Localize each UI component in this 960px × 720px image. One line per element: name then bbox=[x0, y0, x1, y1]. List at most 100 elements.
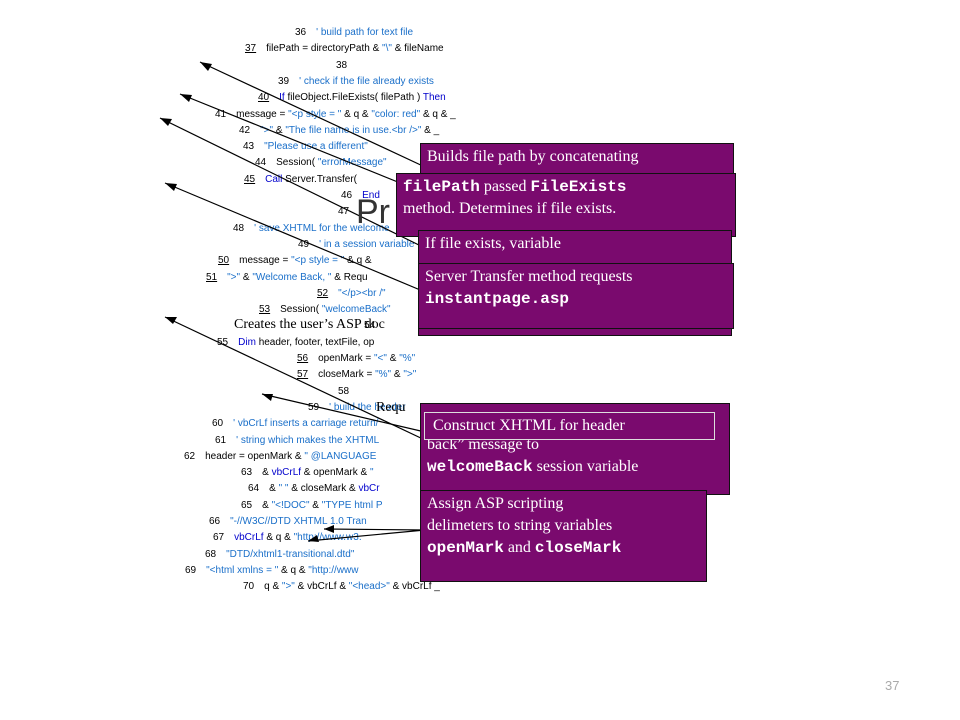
line-number: 55 bbox=[217, 336, 229, 348]
code-token: & bbox=[273, 124, 286, 136]
line-number: 40 bbox=[258, 92, 270, 104]
line-number: 36 bbox=[295, 27, 307, 38]
code-line: 68 "DTD/xhtml1-transitional.dtd" bbox=[205, 549, 354, 561]
callout-construct-header: Construct XHTML for header bbox=[424, 412, 715, 440]
line-number: 63 bbox=[241, 467, 253, 479]
code-token: & bbox=[262, 467, 272, 479]
code-line: 47 bbox=[338, 206, 359, 218]
code-line: 60' vbCrLf inserts a carriage return/ bbox=[212, 418, 378, 430]
code-token: & Requ bbox=[331, 271, 368, 283]
line-number: 70 bbox=[243, 581, 255, 593]
line-number: 67 bbox=[213, 532, 225, 544]
code-token: ' in a session variable bbox=[319, 238, 415, 250]
code-token: & q & bbox=[344, 255, 372, 267]
code-token: vbCr bbox=[358, 483, 380, 495]
code-token: "Welcome Back, " bbox=[252, 271, 332, 283]
line-number: 52 bbox=[317, 287, 329, 299]
code-token: Session( bbox=[276, 157, 318, 169]
code-token: "%" bbox=[375, 369, 392, 381]
code-line: 38 bbox=[336, 60, 357, 72]
code-line: 36 ' build path for text file bbox=[295, 27, 413, 39]
code-line: 65& "<!DOC" & "TYPE html P bbox=[241, 500, 383, 512]
code-token: ' build the header bbox=[329, 401, 406, 413]
code-token: & fileName bbox=[391, 43, 444, 55]
callout-builds-path-text: Builds file path by concatenating bbox=[427, 148, 639, 165]
code-token: q & bbox=[264, 581, 282, 593]
code-filepath: filePath bbox=[403, 178, 480, 196]
line-number: 66 bbox=[209, 516, 221, 527]
line-number: 42 bbox=[239, 124, 251, 136]
callout-text: Server Transfer method requests bbox=[425, 268, 633, 285]
line-number: 68 bbox=[205, 548, 217, 560]
code-token: fileObject.FileExists( filePath ) bbox=[287, 92, 423, 104]
code-line: 69"<html xmlns = " & q & "http://www bbox=[185, 565, 359, 577]
code-token: header = openMark & bbox=[205, 450, 305, 462]
arrow-file-exists-var bbox=[159, 117, 426, 249]
code-token: openMark = bbox=[318, 353, 374, 364]
callout-text: If file exists, variable bbox=[425, 235, 561, 252]
callout-server-transfer: Server Transfer method requests instantp… bbox=[418, 263, 734, 329]
line-number: 59 bbox=[308, 401, 320, 413]
code-line: 55 Dim header, footer, textFile, op bbox=[217, 337, 374, 349]
code-line: 42 ">" & "The file name is in use.<br />"… bbox=[239, 125, 439, 137]
code-token: If bbox=[279, 92, 288, 104]
code-line: 58 bbox=[338, 386, 359, 398]
code-token: & q & _ bbox=[420, 108, 456, 120]
code-token: & _ bbox=[421, 124, 440, 136]
code-token: " bbox=[369, 467, 374, 479]
code-token: "color: red" bbox=[371, 108, 421, 120]
arrow-assign-2 bbox=[307, 529, 426, 542]
code-token: "TYPE html P bbox=[321, 499, 383, 511]
code-token: & bbox=[240, 271, 253, 283]
code-token: & q & bbox=[278, 564, 309, 576]
code-token: ">" bbox=[260, 124, 274, 136]
code-token: Dim bbox=[238, 336, 259, 348]
code-token: ">" bbox=[403, 369, 417, 381]
code-token: "</p><br /" bbox=[338, 287, 386, 299]
arrow-welcome bbox=[164, 316, 426, 441]
line-number: 65 bbox=[241, 499, 253, 511]
code-line: 66"-//W3C//DTD XHTML 1.0 Tran bbox=[209, 516, 367, 528]
code-token: "The file name is in use.<br />" bbox=[285, 124, 422, 136]
code-line: 59 ' build the header bbox=[308, 402, 406, 414]
code-line: 63& vbCrLf & openMark & " bbox=[241, 467, 374, 479]
code-token: ' build path for text file bbox=[316, 27, 414, 38]
requ-label: Requ bbox=[376, 400, 406, 415]
code-token: & openMark & bbox=[301, 467, 370, 479]
callout-text: session variable bbox=[532, 458, 639, 475]
callout-text: back” message to bbox=[427, 436, 539, 453]
code-token: & bbox=[386, 353, 400, 364]
code-token: Call bbox=[265, 173, 286, 185]
code-token: " " bbox=[278, 483, 289, 495]
arrow-assign-1 bbox=[323, 528, 426, 531]
code-token: header, footer, textFile, op bbox=[258, 336, 375, 348]
line-number: 58 bbox=[338, 385, 350, 397]
arrow-fileexists bbox=[179, 93, 426, 194]
code-token: & vbCrLf _ bbox=[389, 581, 440, 593]
line-number: 50 bbox=[218, 255, 230, 267]
line-number: 46 bbox=[341, 190, 353, 201]
code-token: ' check if the file already exists bbox=[299, 75, 434, 87]
code-token: "<p style = " bbox=[288, 108, 342, 120]
code-fileexists: FileExists bbox=[530, 178, 627, 196]
code-token: "DTD/xhtml1-transitional.dtd" bbox=[226, 548, 355, 560]
code-token: ' string which makes the XHTML bbox=[236, 434, 380, 446]
line-number: 69 bbox=[185, 564, 197, 576]
line-number: 37 bbox=[245, 43, 257, 55]
callout-welcome-back: back” message to welcomeBack session var… bbox=[420, 403, 730, 495]
callout-text: passed bbox=[479, 178, 531, 195]
code-token: & bbox=[262, 499, 272, 511]
code-token: "http://www bbox=[308, 564, 359, 576]
creates-label: Creates the user’s ASP doc bbox=[234, 317, 385, 332]
line-number: 51 bbox=[206, 271, 218, 283]
code-token: " @LANGUAGE bbox=[304, 450, 377, 462]
